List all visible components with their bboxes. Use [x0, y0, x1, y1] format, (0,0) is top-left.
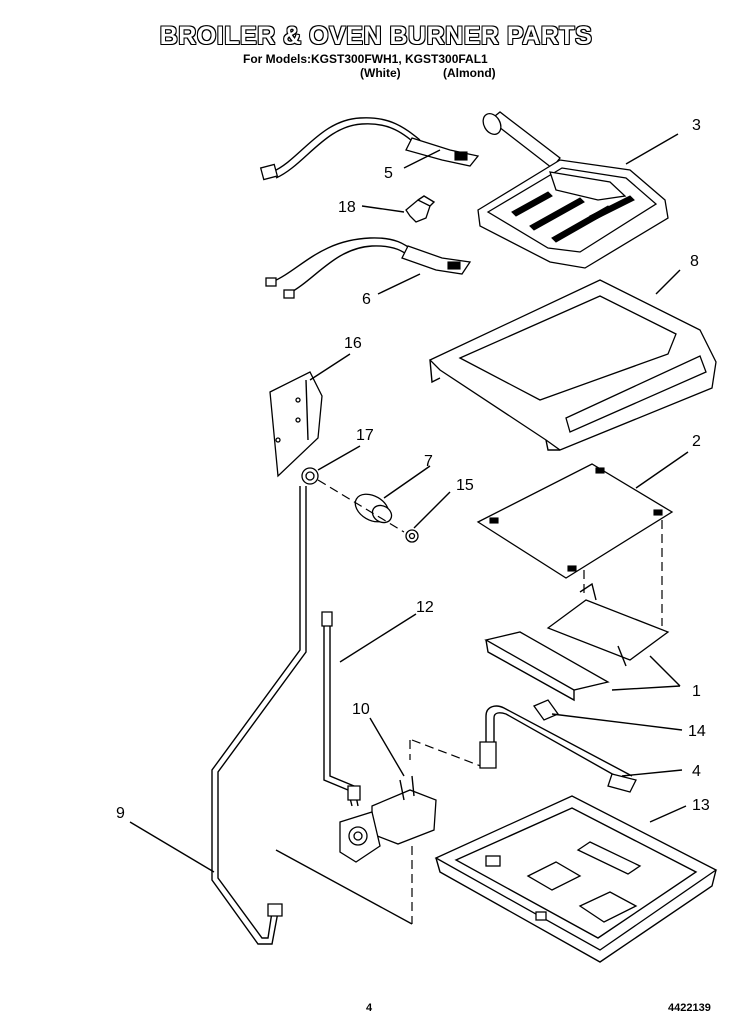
- callout-10: 10: [352, 701, 370, 718]
- callout-12: 12: [416, 599, 434, 616]
- part-16-mounting-bracket: [269, 371, 323, 478]
- callout-15: 15: [456, 477, 474, 494]
- part-7-orifice: [354, 493, 393, 524]
- part-4-oven-burner: [479, 705, 637, 793]
- variant-white: (White): [360, 66, 401, 80]
- leader-lines: [129, 133, 689, 873]
- callout-6: 6: [362, 291, 371, 308]
- callout-3: 3: [692, 117, 701, 134]
- callout-14: 14: [688, 723, 706, 740]
- page-number: 4: [366, 1002, 373, 1014]
- callout-4: 4: [692, 763, 701, 780]
- part-18-clip: [405, 195, 436, 223]
- part-17-fitting: [301, 467, 319, 485]
- callout-13: 13: [692, 797, 710, 814]
- part-14-bracket: [533, 699, 559, 721]
- part-13-broiler-pan: [434, 795, 718, 963]
- part-12-tube: [321, 611, 361, 807]
- callout-17: 17: [356, 427, 374, 444]
- callout-1: 1: [692, 683, 701, 700]
- callout-9: 9: [116, 805, 125, 822]
- callout-5: 5: [384, 165, 393, 182]
- part-15-washer: [405, 529, 419, 543]
- document-number: 4422139: [668, 1002, 711, 1014]
- alignment-line: [411, 739, 487, 769]
- callout-8: 8: [690, 253, 699, 270]
- part-10-valve: [339, 775, 437, 863]
- models-line: For Models:KGST300FWH1, KGST300FAL1: [243, 52, 488, 66]
- part-1-brackets: [484, 582, 670, 702]
- part-3-broiler-burner: [477, 111, 669, 269]
- variant-almond: (Almond): [443, 66, 496, 80]
- page-title: BROILER & OVEN BURNER PARTS: [159, 22, 593, 50]
- part-5-igniter-harness: [259, 117, 480, 181]
- part-6-wire-harness: [265, 237, 472, 299]
- callout-16: 16: [344, 335, 362, 352]
- callout-2: 2: [692, 433, 701, 450]
- part-8-burner-baffle: [428, 279, 717, 451]
- callout-7: 7: [424, 453, 433, 470]
- callout-18: 18: [338, 199, 356, 216]
- alignment-line: [317, 479, 405, 533]
- part-9-gas-tube: [211, 486, 307, 945]
- part-2-shield: [476, 463, 674, 579]
- alignment-line: [275, 849, 413, 925]
